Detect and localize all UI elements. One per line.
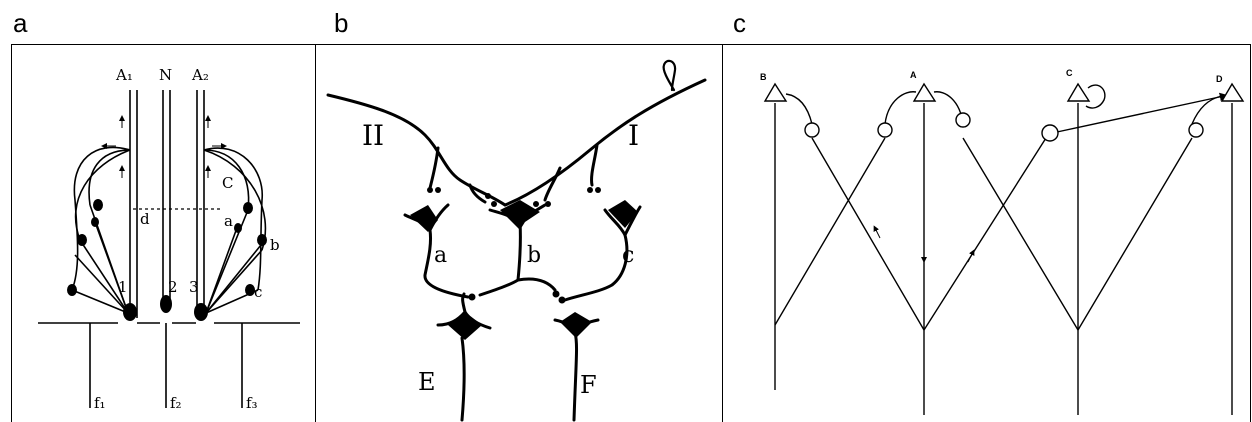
label-n3: 3 (189, 278, 199, 296)
label-n1: 1 (118, 278, 128, 296)
label-f1: f₁ (94, 394, 106, 412)
label-e: E (418, 368, 436, 396)
label-a2: A₂ (191, 66, 209, 84)
panel-c-diagram (774, 84, 1233, 415)
label-f3: f₃ (246, 394, 258, 412)
panel-divider-bc (722, 44, 723, 422)
panel-c-labels: B A C D (760, 68, 1223, 84)
panel-divider-ab (315, 44, 316, 422)
panel-a-labels: A₁ N A₂ C d a b c 1 2 3 f₁ f₂ f₃ (94, 66, 280, 412)
label-c-d: D (1216, 74, 1223, 84)
panel-c-letter: c (733, 8, 746, 38)
label-b-a: a (434, 243, 447, 268)
label-ii: II (362, 119, 384, 152)
panel-b-labels: II I a b c E F (362, 119, 639, 399)
label-c-a: A (910, 70, 917, 80)
panel-a-nodes (67, 199, 267, 321)
panel-b-letter: b (334, 8, 349, 38)
label-f2: f₂ (170, 394, 182, 412)
panel-b-diagram (326, 59, 707, 422)
label-f: F (580, 371, 597, 399)
label-c-small: c (254, 283, 262, 301)
panel-a-diagram (38, 90, 300, 408)
label-b-small: b (270, 236, 280, 254)
label-c-b: B (760, 72, 767, 82)
label-b-c: c (622, 243, 634, 268)
label-n2: 2 (168, 278, 178, 296)
label-d: d (140, 210, 150, 228)
label-n: N (159, 66, 172, 84)
label-a1: A₁ (115, 66, 133, 84)
figure-frame (11, 44, 1251, 422)
label-c-c: C (1066, 68, 1073, 78)
label-i: I (628, 119, 639, 152)
label-b-b: b (527, 243, 541, 268)
panel-a-letter: a (13, 8, 28, 38)
label-c-big: C (222, 174, 233, 192)
label-a-small: a (224, 212, 233, 230)
panel-b-cells (410, 187, 638, 340)
panel-c-cells (763, 82, 1245, 142)
